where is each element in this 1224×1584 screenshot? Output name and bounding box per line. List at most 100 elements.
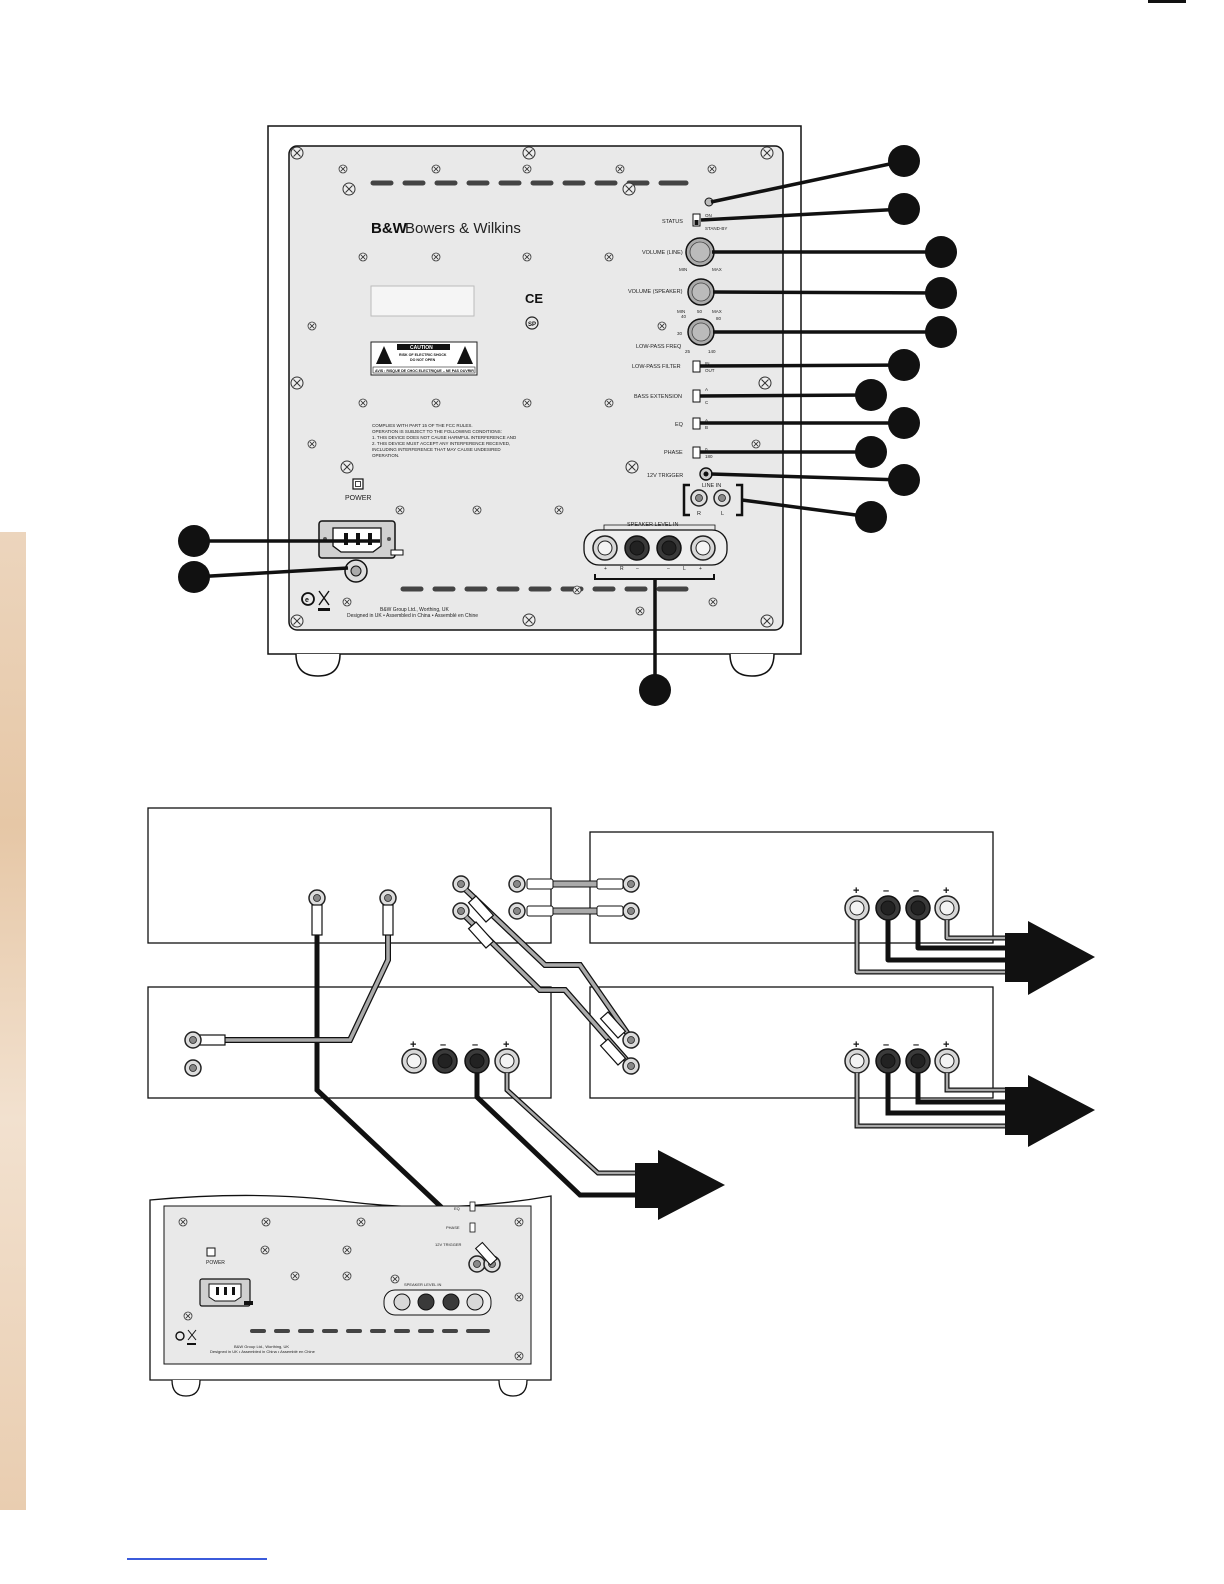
svg-text:A: A	[705, 387, 708, 392]
csa-mark-icon: SP	[525, 316, 539, 330]
svg-text:POWER: POWER	[206, 1260, 225, 1266]
callout-status-led	[888, 145, 920, 177]
speaker-terminal-l-minus[interactable]	[656, 535, 682, 561]
arrow-to-subwoofer-speakers	[635, 1150, 725, 1220]
amp-plate	[288, 145, 784, 631]
lowpass-freq-label: LOW-PASS FREQ	[636, 344, 682, 350]
svg-text:IN: IN	[705, 361, 710, 366]
foot-right	[729, 653, 775, 677]
brand-name: Bowers & Wilkins	[405, 220, 521, 237]
volume-line-knob[interactable]	[685, 237, 715, 267]
svg-text:180: 180	[705, 454, 713, 459]
svg-text:OPERATION IS SUBJECT TO THE FO: OPERATION IS SUBJECT TO THE FOLLOWING CO…	[372, 429, 502, 434]
svg-text:MIN: MIN	[677, 309, 685, 314]
footer-line-1: B&W Group Ltd., Worthing, UK	[380, 607, 449, 613]
svg-text:12V TRIGGER: 12V TRIGGER	[435, 1242, 461, 1247]
lowpass-freq-knob[interactable]	[687, 318, 715, 346]
svg-text:80: 80	[716, 316, 722, 321]
preamp-trigger-jack	[308, 889, 326, 907]
page-marker-rule	[1148, 0, 1186, 3]
svg-text:SP: SP	[528, 322, 536, 328]
callout-status-switch	[888, 193, 920, 225]
speaker-level-label: SPEAKER LEVEL IN	[627, 522, 678, 528]
callout-eq	[888, 407, 920, 439]
svg-text:+: +	[699, 566, 702, 572]
callout-volume-speaker	[925, 277, 957, 309]
bass-extension-switch[interactable]	[692, 389, 701, 403]
svg-text:50: 50	[697, 309, 703, 314]
mini-power-inlet	[199, 1278, 251, 1307]
svg-text:MIN: MIN	[679, 267, 687, 272]
svg-text:L: L	[721, 511, 724, 517]
callout-bass-extension	[855, 379, 887, 411]
svg-text:+: +	[943, 885, 949, 897]
svg-text:+: +	[853, 885, 859, 897]
callout-line-in	[855, 501, 887, 533]
speaker-terminal-r-plus[interactable]	[592, 535, 618, 561]
callout-lowpass-freq	[925, 316, 957, 348]
terminals-bottom-right: + – – +	[844, 1039, 960, 1074]
svg-text:MAX: MAX	[712, 267, 722, 272]
svg-text:–: –	[913, 1039, 919, 1051]
line-in-r-jack[interactable]	[690, 489, 708, 507]
fuse-icon	[390, 549, 404, 556]
svg-text:R: R	[620, 566, 624, 572]
foot-left	[295, 653, 341, 677]
ground-post[interactable]	[344, 559, 368, 583]
recycling-icons: e	[301, 590, 330, 611]
phase-switch[interactable]	[692, 446, 701, 459]
svg-text:INCLUDING INTERFERENCE THAT MA: INCLUDING INTERFERENCE THAT MAY CAUSE UN…	[372, 447, 501, 452]
status-label: STATUS	[662, 219, 683, 225]
callout-volume-line	[925, 236, 957, 268]
lowpass-filter-label: LOW-PASS FILTER	[632, 364, 681, 370]
line-in-label: LINE IN	[702, 483, 721, 489]
brand-mark: B&W	[371, 220, 408, 237]
mini-subwoofer-panel: EQ PHASE 12V TRIGGER POWER SPEAKER LEVEL…	[149, 1194, 552, 1397]
svg-text:EQ: EQ	[454, 1206, 460, 1211]
svg-text:DO NOT OPEN: DO NOT OPEN	[410, 358, 436, 362]
ce-mark: CE	[525, 291, 543, 306]
svg-text:B: B	[705, 425, 708, 430]
terminals-top-right: + – – +	[844, 885, 960, 921]
volume-line-label: VOLUME (LINE)	[642, 250, 683, 256]
svg-text:–: –	[883, 1039, 889, 1051]
speaker-terminal-l-plus[interactable]	[690, 535, 716, 561]
volume-speaker-label: VOLUME (SPEAKER)	[628, 289, 683, 295]
terminals-left-amp: + – – +	[401, 1039, 520, 1074]
trigger-label: 12V TRIGGER	[647, 473, 683, 479]
svg-text:0: 0	[705, 447, 708, 452]
volume-speaker-knob[interactable]	[687, 278, 715, 306]
svg-text:A: A	[705, 418, 708, 423]
svg-text:STAND-BY: STAND-BY	[705, 226, 727, 231]
warning-bolt-icon	[376, 346, 392, 364]
svg-text:25: 25	[685, 349, 691, 354]
power-label: POWER	[345, 495, 371, 502]
arrow-to-speaker-top	[1005, 921, 1095, 995]
line-in-l-jack[interactable]	[713, 489, 731, 507]
svg-text:–: –	[667, 566, 670, 572]
svg-text:–: –	[913, 885, 919, 897]
wiring-diagram: + – – + + – – +	[147, 807, 1095, 1397]
interconnect-cables	[526, 878, 624, 917]
arrow-to-speaker-bottom	[1005, 1075, 1095, 1147]
svg-text:AVIS : RISQUE DE CHOC ELECTRIQ: AVIS : RISQUE DE CHOC ELECTRIQUE – NE PA…	[375, 369, 474, 373]
power-switch[interactable]	[352, 478, 364, 490]
svg-text:SPEAKER LEVEL IN: SPEAKER LEVEL IN	[404, 1282, 442, 1287]
callout-leaders	[193, 159, 942, 690]
trigger-jack[interactable]	[699, 467, 713, 481]
svg-text:B&W Group Ltd., Worthing, UK: B&W Group Ltd., Worthing, UK	[234, 1344, 289, 1349]
svg-text:R: R	[697, 511, 701, 517]
svg-text:e: e	[305, 597, 309, 604]
speaker-terminal-r-minus[interactable]	[624, 535, 650, 561]
warning-exclamation-icon	[457, 346, 473, 364]
callout-ground	[178, 561, 210, 593]
callout-speaker-level	[639, 674, 671, 706]
eq-label: EQ	[675, 422, 684, 428]
svg-text:–: –	[883, 885, 889, 897]
lowpass-filter-switch[interactable]	[692, 360, 701, 373]
power-amp-box-top	[589, 831, 994, 944]
callout-phase	[855, 436, 887, 468]
callout-trigger	[888, 464, 920, 496]
eq-switch[interactable]	[692, 417, 701, 430]
